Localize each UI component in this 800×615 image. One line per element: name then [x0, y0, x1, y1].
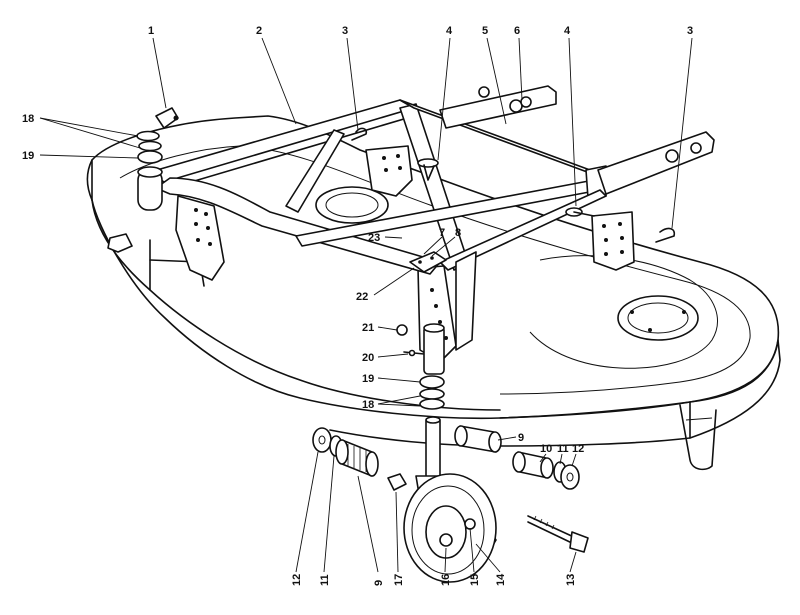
hitch-pin-right [565, 207, 595, 217]
callout-9-left: 9 [373, 580, 385, 586]
lift-bracket-center [365, 145, 413, 197]
callout-2: 2 [256, 25, 262, 37]
callout-14: 14 [495, 573, 507, 586]
lift-bracket-left [175, 195, 225, 281]
hair-pin-clip-right [655, 227, 676, 243]
caster-stem-hardware [396, 323, 445, 410]
hitch-frame [137, 99, 607, 351]
callout-12-left: 12 [291, 574, 303, 586]
callout-4-right: 4 [564, 25, 571, 37]
callout-15: 15 [469, 574, 481, 586]
roller-bearing-left [312, 427, 379, 477]
callout-10: 10 [540, 443, 552, 455]
callout-1: 1 [148, 25, 154, 37]
callout-3-left: 3 [342, 25, 348, 37]
callout-7: 7 [439, 227, 445, 239]
callout-5: 5 [482, 25, 488, 37]
hitch-pin-left [417, 158, 439, 181]
callout-23: 23 [368, 232, 380, 244]
callout-6: 6 [514, 25, 520, 37]
callout-labels: 1 2 3 4 5 6 4 3 18 19 23 7 8 22 21 20 19… [22, 25, 693, 586]
leader-lines [39, 37, 693, 573]
callout-21: 21 [362, 322, 374, 334]
spacer-bushing-right [454, 425, 580, 490]
callout-18-top: 18 [22, 113, 34, 125]
callout-13: 13 [565, 574, 577, 586]
lift-arm-upper [439, 85, 557, 129]
callout-19-top: 19 [22, 150, 34, 162]
callout-18-bottom: 18 [362, 399, 374, 411]
callout-16: 16 [440, 574, 452, 586]
callout-12-right: 12 [572, 443, 584, 455]
callout-11-left: 11 [319, 574, 331, 586]
callout-11-right: 11 [557, 443, 569, 455]
lift-bracket-right [591, 211, 635, 271]
callout-20: 20 [362, 352, 374, 364]
caster-wheel-assembly [387, 416, 589, 583]
hair-pin-clip-left [351, 127, 368, 141]
lift-arm-lower [597, 131, 715, 195]
callout-17: 17 [393, 574, 405, 586]
pivot-hardware-left [107, 107, 179, 253]
callout-22: 22 [356, 291, 368, 303]
callout-3-right: 3 [687, 25, 693, 37]
callout-8: 8 [455, 227, 461, 239]
callout-4-left: 4 [446, 25, 453, 37]
callout-9-right: 9 [518, 432, 524, 444]
callout-19-bottom: 19 [362, 373, 374, 385]
